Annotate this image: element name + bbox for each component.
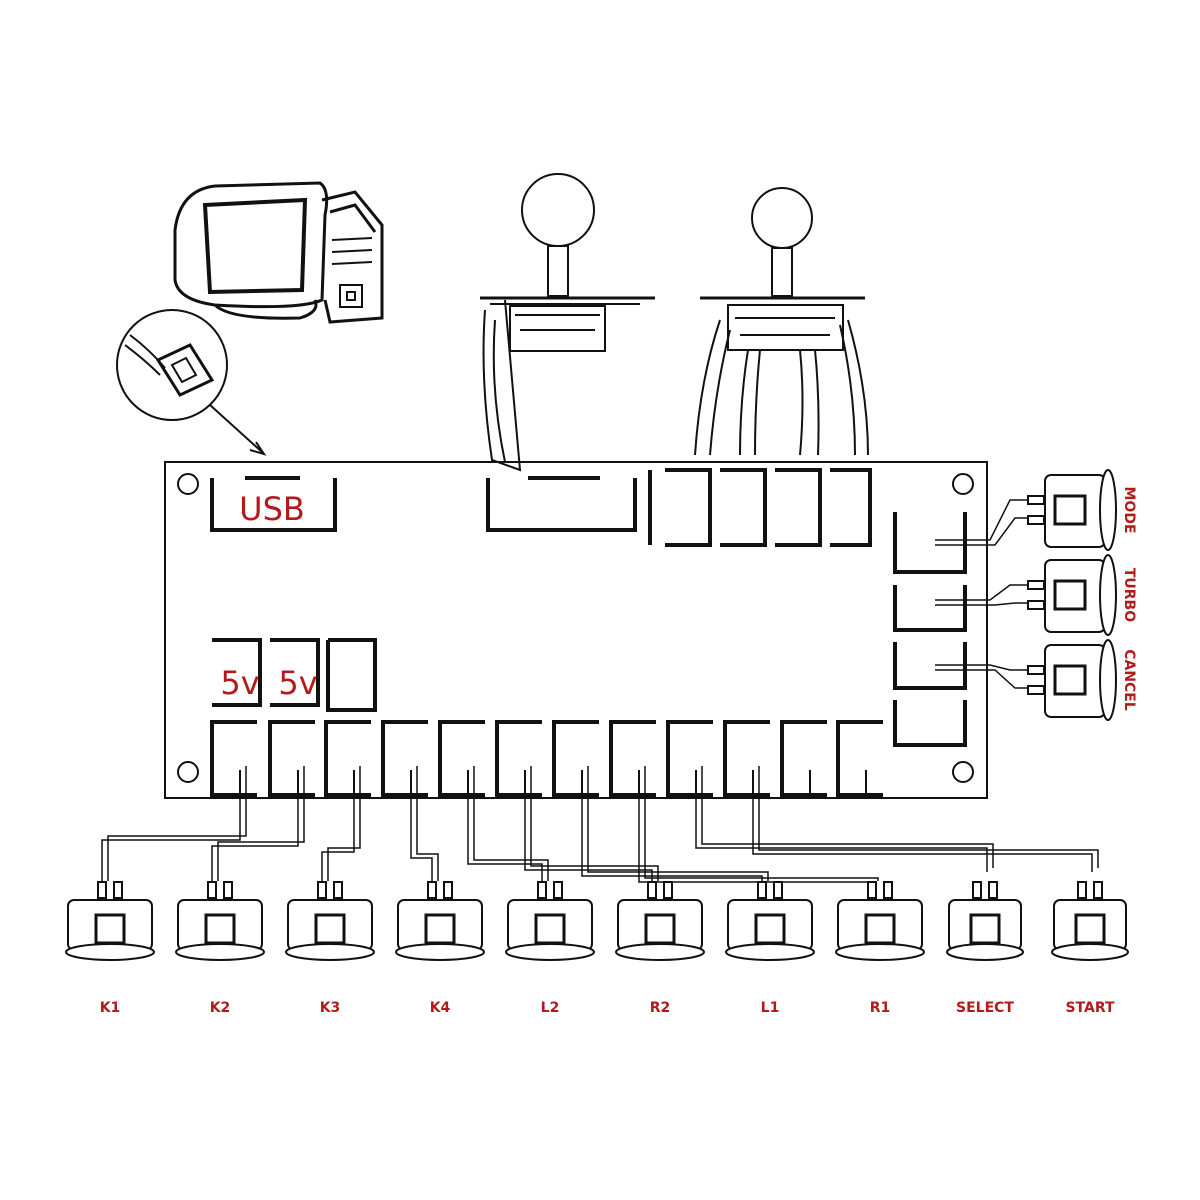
- wire: [581, 770, 763, 885]
- bottom-connectors: [210, 720, 883, 797]
- bottom-connector: [723, 720, 770, 797]
- joystick-left-icon: [480, 173, 655, 472]
- mounting-holes: [177, 473, 974, 783]
- button-label: R2: [650, 1000, 671, 1016]
- side-button-turbo[interactable]: TURBO: [935, 554, 1137, 636]
- bottom-connector: [495, 720, 542, 797]
- wire: [752, 770, 1093, 872]
- power-connectors: 5v 5v: [212, 638, 377, 712]
- arcade-button-k2[interactable]: K2: [175, 881, 265, 1016]
- wire: [101, 770, 241, 885]
- button-label: K2: [210, 1000, 231, 1016]
- bottom-connector: [780, 720, 827, 797]
- bottom-connector: [552, 720, 599, 797]
- usb-port: USB: [210, 476, 337, 532]
- power-label-1: 5v: [220, 664, 259, 702]
- arcade-button-k3[interactable]: K3: [285, 881, 375, 1016]
- computer-icon: [173, 181, 384, 324]
- button-label: R1: [870, 1000, 891, 1016]
- bottom-wires: [101, 766, 1099, 885]
- bottom-connector: [609, 720, 656, 797]
- bottom-connector: [666, 720, 713, 797]
- usb-label: USB: [239, 490, 305, 528]
- joystick-right-icon: [694, 187, 869, 456]
- button-label: SELECT: [956, 1000, 1014, 1016]
- bottom-connector: [836, 720, 883, 797]
- side-button-label: CANCEL: [1121, 649, 1137, 711]
- wire: [211, 770, 299, 885]
- bottom-connector: [381, 720, 428, 797]
- bottom-connector: [210, 720, 257, 797]
- bottom-connector: [324, 720, 371, 797]
- arcade-button-select[interactable]: SELECT: [946, 881, 1024, 1016]
- arcade-button-l1[interactable]: L1: [725, 881, 815, 1016]
- bottom-buttons: K1 K2 K3 K4 L2 R2 L1 R1 SELECT START: [65, 881, 1129, 1016]
- arcade-button-k1[interactable]: K1: [65, 881, 155, 1016]
- button-label: K3: [320, 1000, 341, 1016]
- bottom-connector: [268, 720, 315, 797]
- wire: [467, 770, 543, 885]
- encoder-board: [164, 461, 988, 799]
- wire: [321, 770, 355, 885]
- side-buttons: MODE TURBO CANCEL: [935, 469, 1137, 721]
- arcade-button-start[interactable]: START: [1051, 881, 1129, 1016]
- side-button-cancel[interactable]: CANCEL: [935, 639, 1137, 721]
- power-label-2: 5v: [278, 664, 317, 702]
- side-button-mode[interactable]: MODE: [935, 469, 1137, 551]
- usb-plug-icon: [116, 309, 267, 456]
- bottom-connector: [438, 720, 485, 797]
- button-label: L1: [761, 1000, 780, 1016]
- wire: [695, 770, 988, 872]
- side-connectors: [893, 512, 967, 747]
- arcade-button-r2[interactable]: R2: [615, 881, 705, 1016]
- side-button-label: TURBO: [1121, 568, 1137, 622]
- button-label: K1: [100, 1000, 121, 1016]
- wire: [410, 770, 433, 885]
- arcade-button-r1[interactable]: R1: [835, 881, 925, 1016]
- side-button-label: MODE: [1121, 486, 1137, 533]
- arcade-button-k4[interactable]: K4: [395, 881, 485, 1016]
- button-label: K4: [430, 1000, 451, 1016]
- button-label: L2: [541, 1000, 560, 1016]
- joystick-connectors: [486, 468, 872, 547]
- button-label: START: [1065, 1000, 1115, 1016]
- arcade-button-l2[interactable]: L2: [505, 881, 595, 1016]
